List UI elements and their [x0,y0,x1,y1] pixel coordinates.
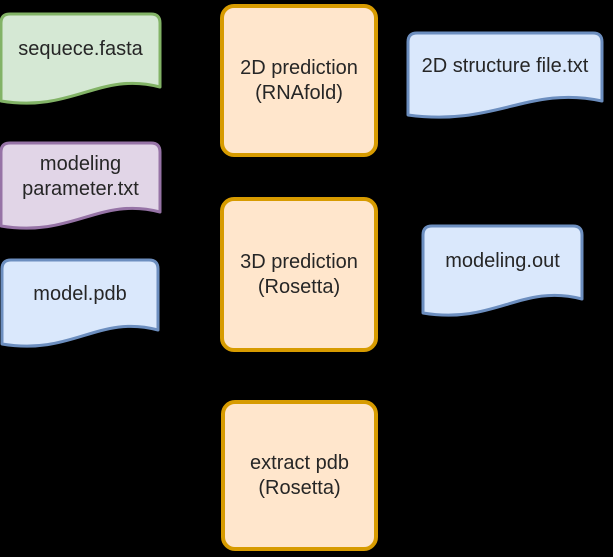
node-2d-prediction: 2D prediction (RNAfold) [220,4,378,157]
node-sequence-fasta: sequece.fasta [0,12,162,107]
node-label: modeling parameter.txt [22,152,139,200]
node-3d-prediction: 3D prediction (Rosetta) [220,197,378,352]
node-label: sequece.fasta [18,38,143,60]
node-modeling-parameter: modeling parameter.txt [0,141,162,232]
document-shape [0,258,160,348]
document-shape [0,12,162,105]
node-label: model.pdb [33,282,127,305]
document-shape [406,31,604,119]
document-shape [0,141,162,230]
node-modeling-out: modeling.out [421,224,584,319]
node-label: extract pdb (Rosetta) [250,451,349,499]
node-label: modeling.out [445,250,560,272]
node-label: 2D prediction (RNAfold) [240,56,358,104]
node-label: 2D structure file.txt [421,54,589,77]
node-extract-pdb: extract pdb (Rosetta) [221,400,378,551]
node-2d-structure-file: 2D structure file.txt [406,31,604,121]
document-shape [421,224,584,317]
node-model-pdb: model.pdb [0,258,160,350]
node-label: 3D prediction (Rosetta) [240,250,358,298]
